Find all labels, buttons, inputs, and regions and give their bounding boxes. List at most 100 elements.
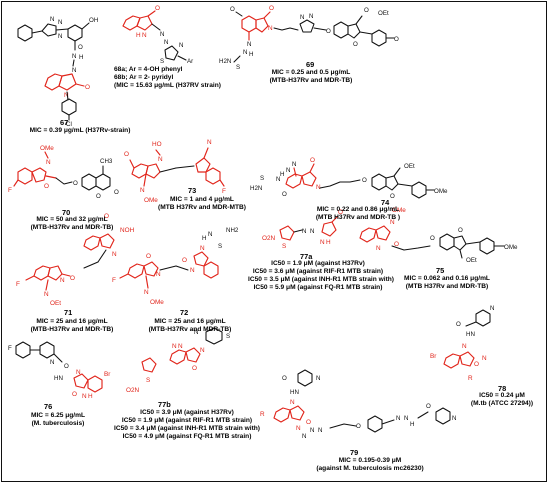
c69-atom: O (230, 6, 235, 13)
c69-atom: N (309, 13, 313, 20)
caption-line: IC50 = 5.9 μM (against FQ-R1 MTB strain) (253, 284, 383, 292)
c79-atom: N (296, 425, 301, 432)
c72-atom: H (202, 235, 206, 242)
caption-74: MIC = 0.22 and 0.86 μg/mL (MTB H37Rv and… (308, 206, 408, 222)
caption-line: IC50 = 4.9 μM (against FQ-R1 MTB strain) (122, 433, 252, 441)
caption-line: MIC = 0.22 and 0.86 μg/mL (316, 206, 400, 213)
c71-atom: NOH (120, 227, 135, 234)
c68-atom: H (136, 32, 141, 39)
c68-atom: N (164, 39, 168, 46)
structure-73: HO N O F N N OMe (124, 139, 226, 204)
c68-atom: O (155, 5, 160, 12)
c73-atom: N (158, 156, 163, 163)
c75-atom: N (390, 219, 395, 226)
c79-atom: H (410, 421, 414, 428)
c73-atom: N (207, 139, 212, 146)
c79-atom: N (302, 433, 306, 440)
c70-atom: N (46, 159, 51, 166)
c69-atom: O (326, 28, 331, 35)
c72-atom: N (190, 267, 195, 274)
c77b-atom: N (200, 347, 205, 354)
c73-atom: HO (152, 141, 162, 148)
caption-line: (MTB-H37Rv and MDR-TB) (30, 224, 114, 232)
c78-atom: HN (466, 331, 475, 338)
c74-atom: O (282, 191, 287, 198)
c79-atom: N (318, 427, 322, 434)
c71-atom: N (60, 277, 65, 284)
c75-atom: O (394, 241, 399, 248)
caption-79: MIC = 0.195-0.39 μM (against M. tubercul… (300, 457, 440, 473)
c68-atom: N (160, 31, 164, 38)
compound-number-69: 69 (306, 60, 315, 69)
c67-atom: OH (89, 17, 98, 24)
compound-number-77a: 77a (300, 252, 313, 261)
c74-atom: H (280, 171, 284, 178)
caption-69: MIC = 0.25 and 0.5 μg/mL (MTB-H37Rv and … (256, 69, 366, 85)
c79-atom: N (452, 415, 456, 422)
caption-line: IC50 = 3.9 μM (against H37Rv) (140, 409, 234, 416)
c74-atom: O (390, 193, 395, 200)
c67-atom: H (79, 54, 83, 61)
compound-number-74: 74 (381, 198, 390, 207)
c71-atom: OEt (50, 300, 61, 307)
caption-line: MIC = 0.195-0.39 μM (338, 457, 402, 464)
caption-71: MIC = 25 and 16 μg/mL (MTB-H37Rv and MDR… (22, 318, 122, 334)
caption-70: MIC = 50 and 32 μg/mL (MTB-H37Rv and MDR… (22, 216, 122, 232)
c69-atom: O (353, 41, 358, 48)
caption-76: MIC = 6.25 μg/mL (M. tuberculosis) (18, 412, 98, 428)
c67-atom: N (58, 19, 62, 26)
c69-atom: O (394, 36, 399, 43)
structure-67: N N N OH O N H N O N Cl (17, 16, 98, 128)
c76-atom: F (8, 345, 12, 352)
caption-77b: IC50 = 3.9 μM (against H37Rv) IC50 = 1.9… (112, 409, 262, 441)
c67-atom: N (64, 92, 69, 99)
compound-number-72: 72 (180, 308, 189, 317)
caption-line: MIC = 25 and 16 μg/mL (154, 318, 226, 325)
c69-atom: O (269, 5, 274, 12)
c77a-atom: N (302, 228, 306, 235)
caption-line: MIC = 1 and 4 μg/mL (170, 196, 234, 203)
c70-atom: O (114, 189, 119, 196)
c71-atom: O (70, 275, 75, 282)
c71-atom: N (44, 291, 49, 298)
c77b-atom: S (146, 377, 150, 384)
c68-atom: S (160, 58, 164, 65)
c73-atom: OMe (144, 197, 158, 204)
c79-atom: O (306, 419, 311, 426)
compound-number-67: 67 (60, 118, 69, 127)
caption-line: MIC = 0.062 and 0.16 μg/mL (404, 275, 490, 282)
c78-atom: N (482, 355, 487, 362)
caption-line: MIC = 50 and 32 μg/mL (36, 216, 108, 223)
c77a-atom: N (310, 228, 314, 235)
c74-atom: N (316, 184, 321, 191)
c75-atom: OEt (466, 257, 477, 264)
c69-atom: OEt (378, 10, 389, 17)
c77b-atom: O2N (126, 387, 140, 394)
c79-atom: O (282, 375, 287, 382)
c71-atom: N (112, 251, 117, 258)
caption-line: MIC = 0.39 μg/mL (H37Rv-strain) (29, 127, 131, 134)
c76-atom: N (76, 369, 81, 376)
c73-atom: O (124, 151, 129, 158)
c78-atom: N (462, 343, 467, 350)
structure-79: O N HN N R O N N N N O N N H O N (260, 369, 456, 440)
c74-atom: N (276, 176, 280, 183)
c71-atom: O (104, 213, 109, 220)
c79-atom: N (316, 375, 320, 382)
c77b-atom: N (178, 343, 183, 350)
c76-atom: Br (104, 371, 111, 378)
caption-line: IC50 = 0.24 μM (479, 392, 525, 399)
c67-atom: N (72, 53, 76, 60)
structure-69: O N O N N O O O OEt O N (219, 5, 399, 71)
compound-number-78: 78 (498, 384, 507, 393)
c67-atom: N (50, 16, 54, 23)
c69-atom: H (249, 51, 253, 58)
c76-atom: O (64, 363, 69, 370)
structure-75: OMe N O N O O OEt OMe (359, 207, 518, 264)
caption-line: (MTB-H37Rv and MDR-TB) (269, 77, 353, 85)
c72-atom: O (182, 257, 187, 264)
caption-line: (MTB-H37Rv and MDR-TB) (30, 326, 114, 334)
c69-atom: N (268, 25, 273, 32)
c70-atom: O (44, 183, 49, 190)
compound-number-79: 79 (350, 448, 359, 457)
